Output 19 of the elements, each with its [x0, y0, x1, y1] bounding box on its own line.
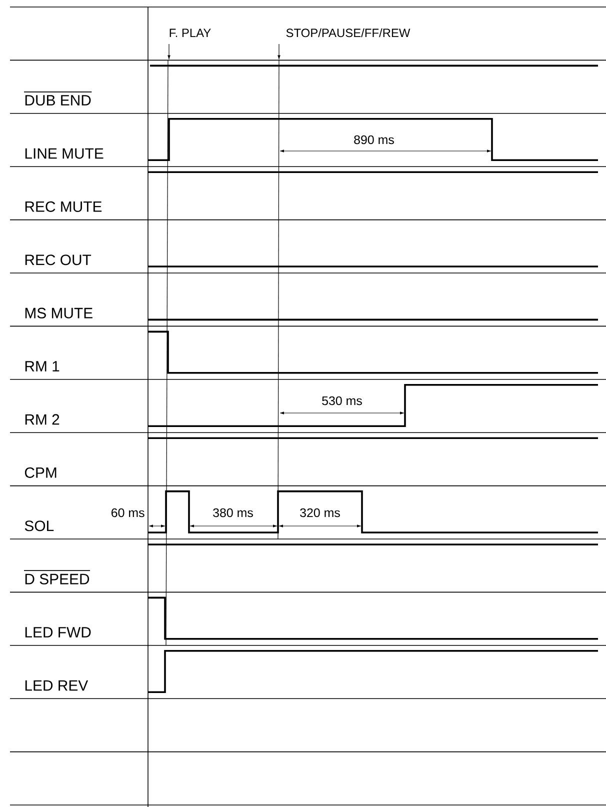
duration-label: 380 ms: [213, 508, 253, 518]
signal-name: LINE MUTE: [25, 148, 104, 159]
duration-label: 530 ms: [322, 396, 362, 406]
signal-name: REC OUT: [25, 254, 92, 266]
signal-name: MS MUTE: [25, 308, 92, 318]
event-label: STOP/PAUSE/FF/REW: [286, 28, 410, 38]
signal-name: LED REV: [25, 680, 88, 691]
signal-name: RM 2: [25, 414, 60, 425]
signal-name: SOL: [24, 520, 54, 532]
signal-name: LED FWD: [25, 627, 91, 638]
signal-name: REC MUTE: [25, 201, 102, 212]
signal-name: D SPEED: [24, 570, 90, 584]
signal-name: DUB END: [24, 92, 92, 106]
duration-label: 890 ms: [354, 135, 394, 144]
signal-name: CPM: [24, 467, 56, 478]
duration-label: 60 ms: [112, 508, 144, 518]
event-label: F. PLAY: [170, 28, 211, 37]
signal-name: RM 1: [25, 361, 60, 372]
duration-label: 320 ms: [300, 508, 340, 518]
